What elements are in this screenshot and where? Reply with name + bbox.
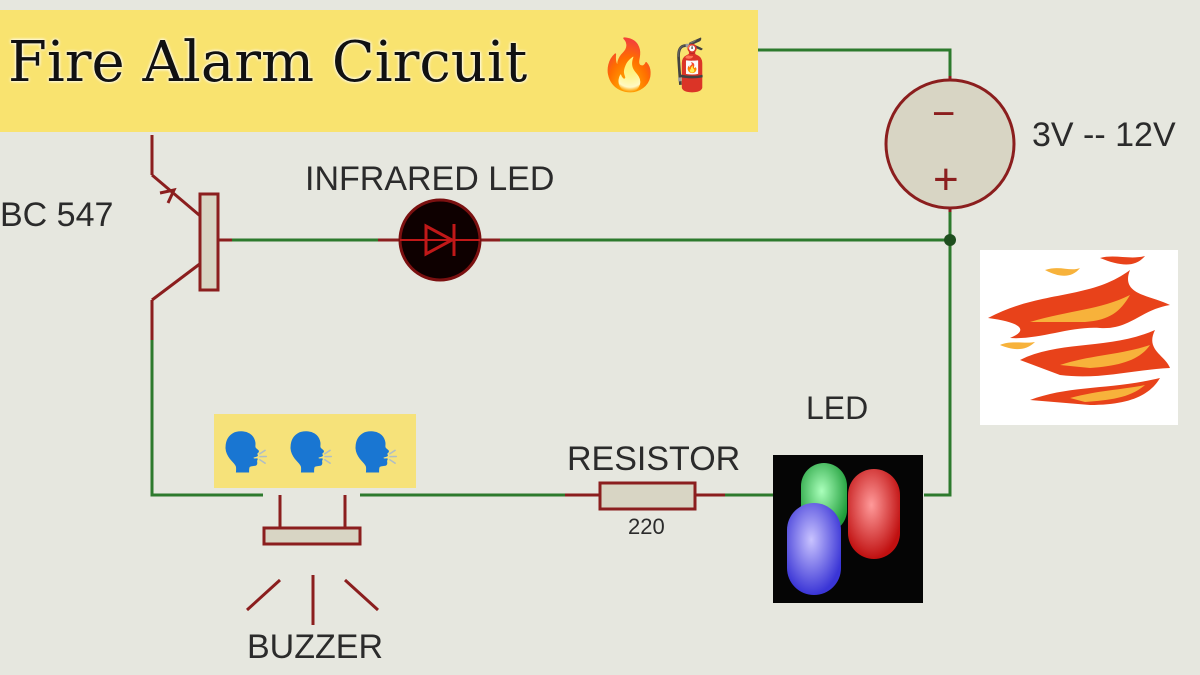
rgb-led-icon: [787, 463, 900, 595]
transistor-bc547: [150, 135, 232, 340]
wire-top: [758, 48, 952, 76]
buzzer-label: BUZZER: [247, 628, 383, 666]
resistor: [565, 481, 725, 511]
resistor-label: RESISTOR: [567, 440, 741, 478]
flames-icon: [988, 256, 1170, 405]
infrared-led: [378, 198, 500, 282]
resistor-value: 220: [628, 514, 665, 539]
junction-dot: [944, 234, 956, 246]
voltage-label: 3V -- 12V: [1032, 116, 1176, 154]
wire-right: [924, 212, 952, 497]
speaking-icons-box: [214, 414, 416, 488]
fire-extinguisher-icon: 🔥🧯: [598, 36, 723, 94]
transistor-label: BC 547: [0, 196, 114, 234]
speaking-head-icon: 🗣️: [352, 430, 400, 474]
title-banner: [0, 10, 758, 132]
page-title: Fire Alarm Circuit: [8, 30, 528, 95]
led-photo: [773, 455, 923, 603]
infrared-led-label: INFRARED LED: [305, 160, 555, 198]
fire-image: [980, 250, 1178, 425]
buzzer: [245, 495, 380, 625]
led-label: LED: [806, 390, 869, 426]
wire-emitter: [150, 340, 263, 497]
speaking-head-icon: 🗣️: [287, 430, 335, 474]
speaking-head-icon: 🗣️: [222, 430, 270, 474]
battery: [884, 76, 1016, 212]
battery-minus-sign: −: [932, 92, 956, 136]
battery-plus-sign: +: [933, 155, 959, 204]
